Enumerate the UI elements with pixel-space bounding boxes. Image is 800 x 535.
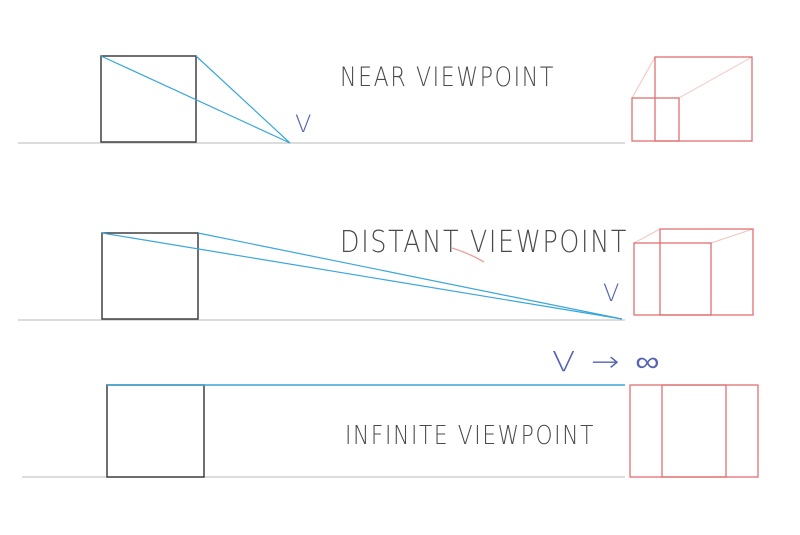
panel-title: INFINITE VIEWPOINT (345, 421, 595, 451)
sight-line-top-left (100, 55, 291, 144)
projection-result (633, 228, 754, 316)
panel-distant: V DISTANT VIEWPOINT (18, 225, 754, 321)
panel-infinite: V → ∞ INFINITE VIEWPOINT (22, 345, 759, 478)
viewpoint-label: V (603, 279, 621, 307)
projection-connector (710, 228, 754, 244)
projected-near-face (631, 97, 680, 142)
projected-near-face (633, 242, 712, 316)
viewpoint-label: V → ∞ (552, 345, 662, 378)
projection-result (631, 56, 753, 142)
projection-result (629, 384, 759, 478)
scribble-mark (451, 247, 485, 263)
projected-far-face (659, 228, 754, 316)
sight-line-top-right (197, 232, 623, 320)
projected-far-face (654, 56, 753, 142)
panel-title: NEAR VIEWPOINT (340, 62, 555, 93)
projected-inner-face (661, 384, 727, 478)
panel-near: V NEAR VIEWPOINT (18, 55, 753, 144)
sight-line-top-left (101, 232, 623, 320)
projection-connector (678, 56, 753, 99)
sight-line-top-right (195, 55, 291, 144)
projected-outer-face (629, 384, 759, 478)
projection-connector (631, 56, 656, 99)
projection-connector (633, 228, 661, 244)
viewpoint-label: V (295, 110, 313, 138)
object-square (101, 232, 199, 320)
object-square (106, 384, 205, 478)
object-square (100, 55, 197, 143)
panel-title: DISTANT VIEWPOINT (340, 225, 628, 260)
